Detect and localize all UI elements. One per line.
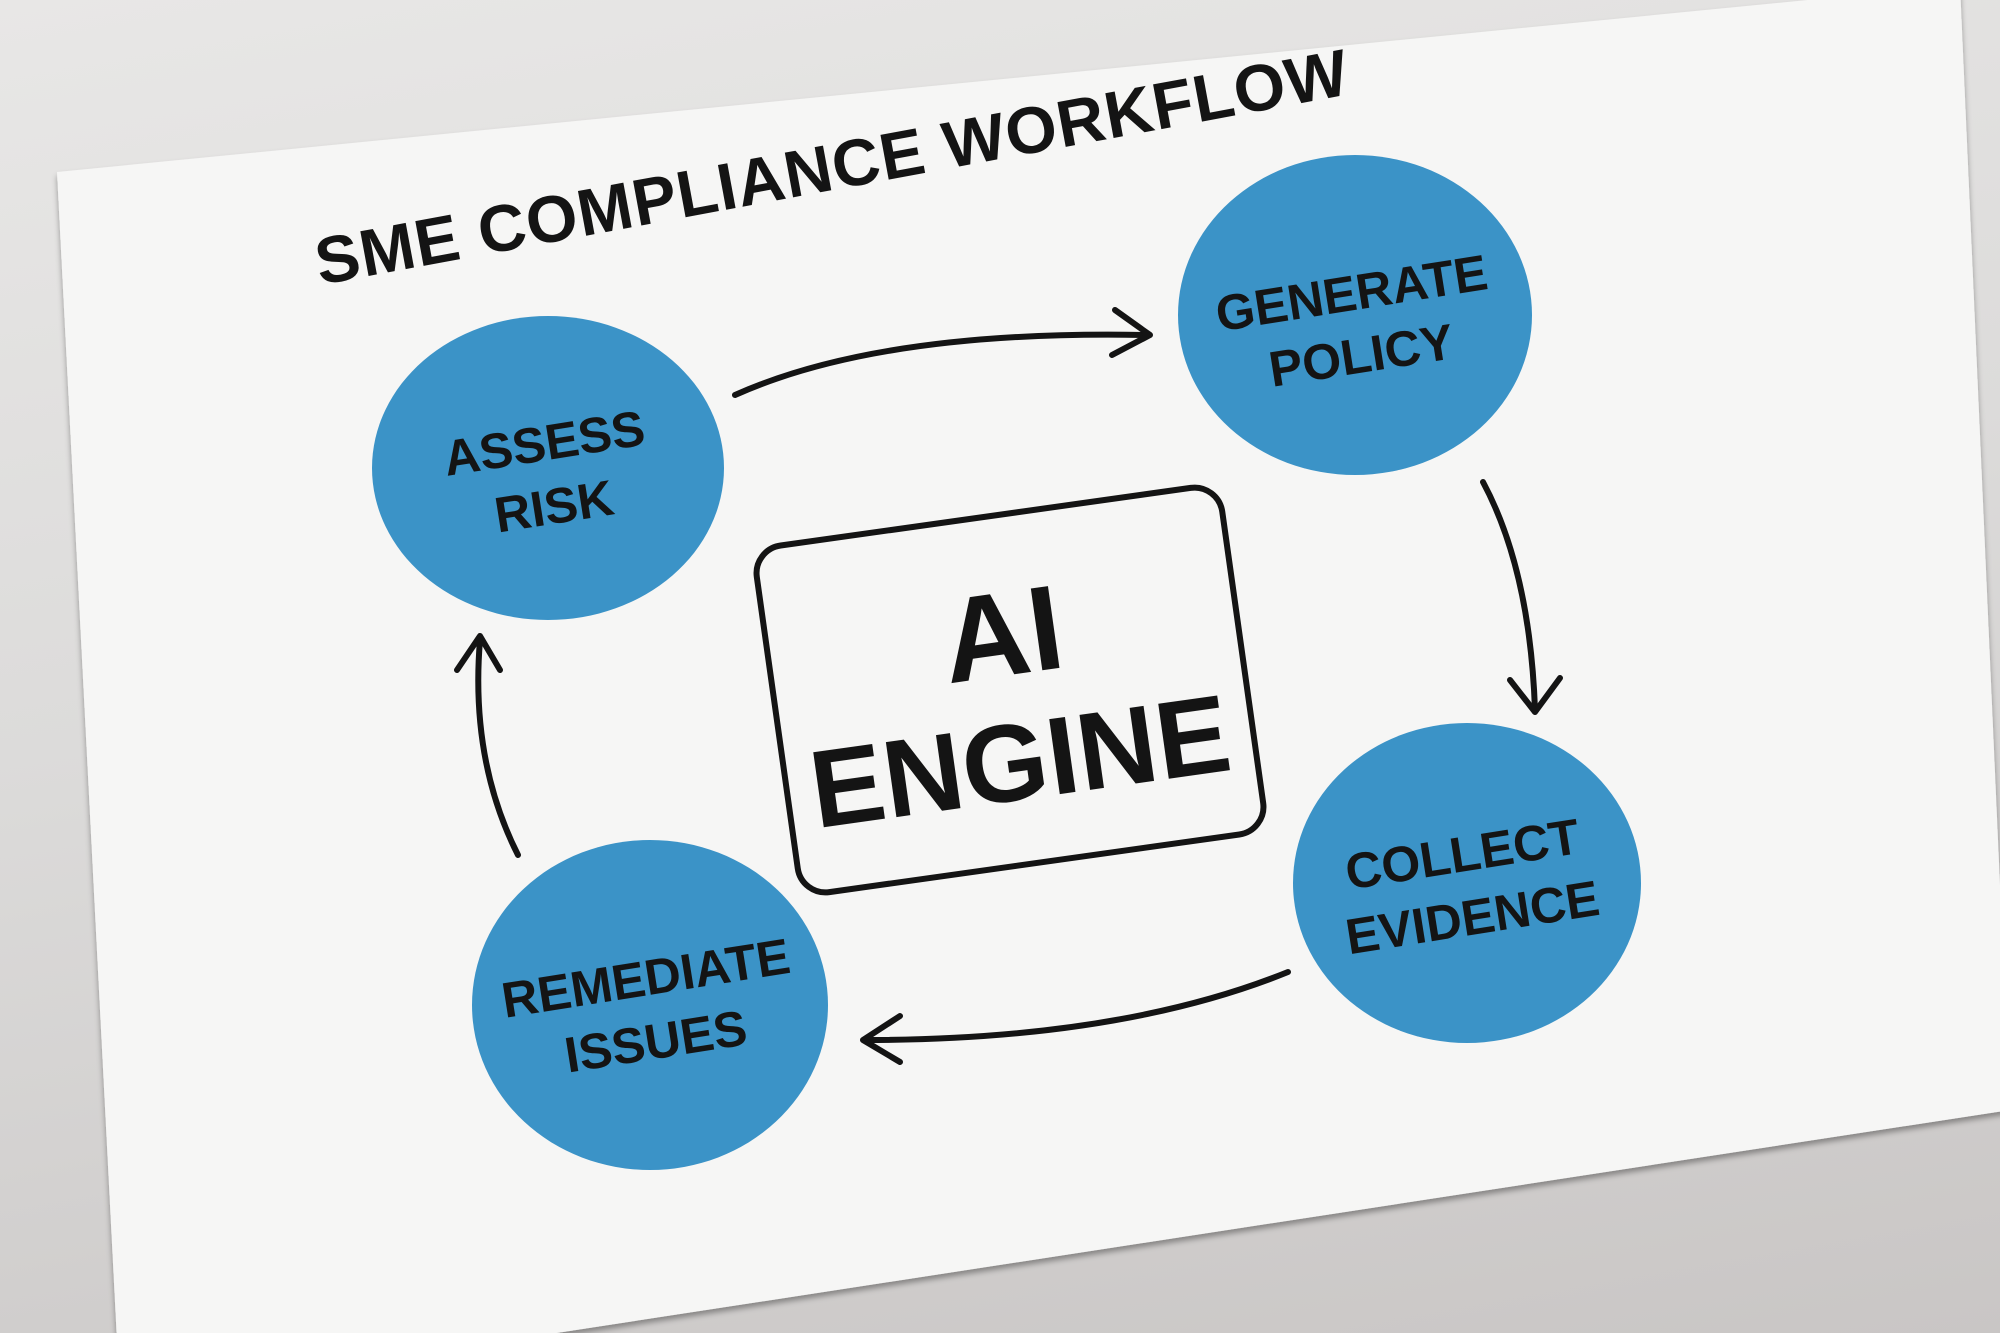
arrowhead-generate-to-collect-icon [1507, 675, 1563, 715]
ai-engine-box: AI ENGINE [753, 484, 1267, 896]
node-generate-policy: GENERATE POLICY [1178, 155, 1532, 475]
arrowhead-collect-to-remediate-icon [860, 1013, 903, 1065]
arrow-assess-to-generate [732, 331, 1148, 398]
arrowhead-remediate-to-assess-icon [454, 633, 503, 673]
arrowhead-assess-to-generate-icon [1109, 307, 1153, 358]
node-collect-evidence: COLLECT EVIDENCE [1293, 723, 1641, 1043]
node-remediate-issues: REMEDIATE ISSUES [472, 840, 828, 1170]
arrow-collect-to-remediate [862, 969, 1291, 1043]
ai-engine-line1: AI [933, 560, 1070, 709]
arrow-remediate-to-assess [475, 637, 521, 858]
arrow-generate-to-collect [1480, 479, 1538, 713]
node-assess-risk: ASSESS RISK [372, 316, 724, 620]
